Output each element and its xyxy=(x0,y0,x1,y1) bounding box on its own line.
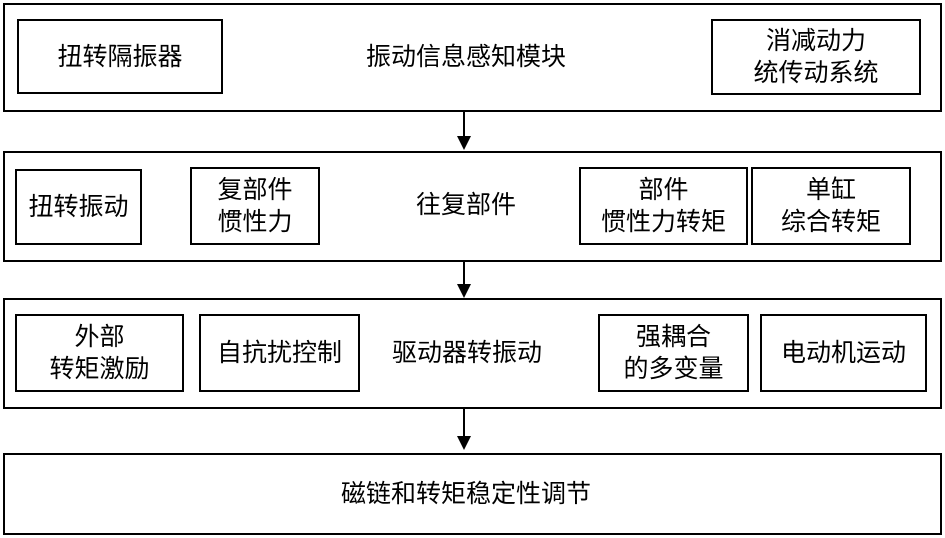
single-cylinder-line-1: 单缸 xyxy=(805,175,856,204)
inertia-force-box: 复部件 惯性力 xyxy=(190,167,320,245)
torsional-vibration-box: 扭转振动 xyxy=(15,169,142,245)
inertia-torque-line-2: 惯性力转矩 xyxy=(600,207,726,236)
inertia-force-line-1: 复部件 xyxy=(217,175,293,204)
inertia-force-line-2: 惯性力 xyxy=(217,207,293,236)
external-torque-line-2: 转矩激励 xyxy=(49,354,150,383)
drivetrain-damping-line-2: 统传动系统 xyxy=(753,58,879,87)
inertia-torque-box: 部件 惯性力转矩 xyxy=(579,167,748,245)
external-torque-box: 外部 转矩激励 xyxy=(15,314,184,392)
adrc-label: 自抗扰控制 xyxy=(216,338,342,367)
flux-torque-title: 磁链和转矩稳定性调节 xyxy=(340,479,592,508)
arrow-1-head xyxy=(457,136,471,150)
arrow-3-shaft xyxy=(463,409,465,437)
actuator-vibration-title: 驱动器转振动 xyxy=(391,338,543,367)
drivetrain-damping-line-1: 消减动力 xyxy=(765,26,866,55)
torsional-vibration-label: 扭转振动 xyxy=(28,192,129,221)
reciprocating-parts-title: 往复部件 xyxy=(415,190,517,219)
adrc-box: 自抗扰控制 xyxy=(199,314,360,392)
torsional-isolator-label: 扭转隔振器 xyxy=(57,41,183,71)
sensing-module-title: 振动信息感知模块 xyxy=(365,42,567,71)
flux-torque-panel xyxy=(3,453,942,535)
drivetrain-damping-box: 消减动力 统传动系统 xyxy=(711,19,921,95)
multivariable-line-2: 的多变量 xyxy=(623,354,724,383)
arrow-1-shaft xyxy=(463,112,465,138)
motor-motion-label: 电动机运动 xyxy=(780,338,906,367)
multivariable-line-1: 强耦合 xyxy=(635,322,711,351)
motor-motion-box: 电动机运动 xyxy=(760,314,927,392)
external-torque-line-1: 外部 xyxy=(74,322,125,351)
inertia-torque-line-1: 部件 xyxy=(638,175,689,204)
arrow-2-head xyxy=(457,284,471,298)
arrow-3-head xyxy=(457,436,471,450)
single-cylinder-line-2: 综合转矩 xyxy=(780,207,881,236)
arrow-2-shaft xyxy=(463,262,465,286)
single-cylinder-torque-box: 单缸 综合转矩 xyxy=(751,167,911,245)
multivariable-box: 强耦合 的多变量 xyxy=(598,314,749,392)
torsional-isolator-box: 扭转隔振器 xyxy=(17,19,223,94)
